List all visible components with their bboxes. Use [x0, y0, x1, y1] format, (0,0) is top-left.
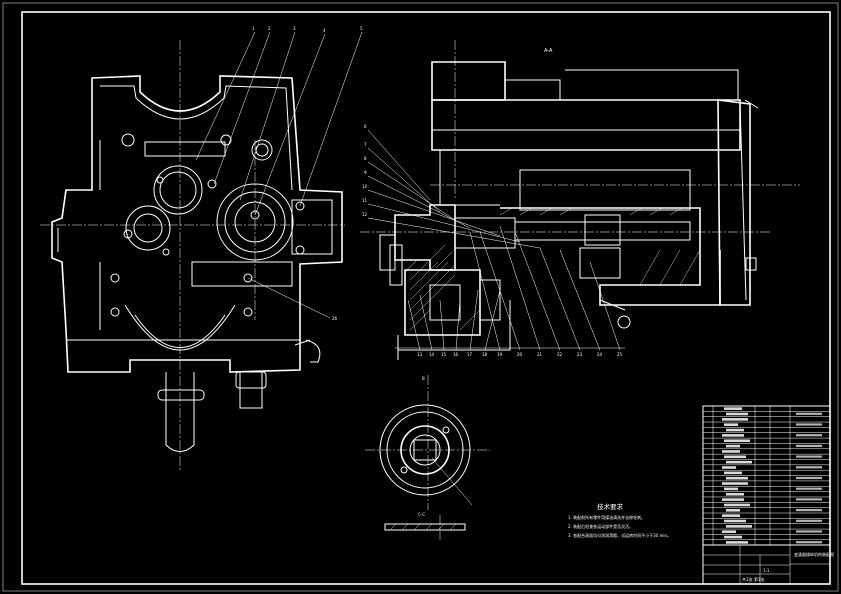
parts-list-cell-scribble [722, 514, 740, 517]
parts-list-cell-scribble [724, 471, 742, 475]
section-hatching [404, 207, 701, 331]
callout-25: 25 [617, 352, 623, 357]
housing-front-view [40, 40, 345, 470]
callout-3: 3 [293, 26, 296, 31]
callout-9: 9 [364, 170, 367, 175]
parts-list-cell-scribble [726, 509, 740, 512]
title-block-scale: 1:1 [763, 568, 770, 573]
parts-list-cell-scribble [724, 439, 750, 443]
parts-list-cell-scribble [726, 541, 748, 544]
tech-req-line-3: 3. 各配合表面均匀涂润滑脂，试运转时间不小于30 min。 [568, 532, 671, 538]
callout-19: 19 [497, 352, 503, 357]
callout-12: 12 [362, 212, 368, 217]
parts-list-cell-scribble [724, 487, 738, 491]
title-block-name: 变速器操纵机构装配图 [794, 551, 834, 557]
section-view-assembly [360, 40, 800, 360]
flange-detail-view [365, 375, 490, 540]
parts-list-cell-scribble [726, 476, 748, 480]
parts-list-cell-scribble [726, 460, 752, 464]
callout-18: 18 [482, 352, 488, 357]
parts-list-note-scribble [796, 423, 822, 426]
parts-list-cell-scribble [726, 428, 744, 432]
parts-list-note-scribble [796, 476, 822, 480]
parts-list-cell-scribble [722, 450, 740, 453]
tech-req-title: 技术要求 [597, 502, 624, 511]
callout-26: 26 [332, 316, 338, 321]
parts-list-cell-scribble [724, 503, 750, 507]
callout-17: 17 [467, 352, 473, 357]
callout-8: 8 [364, 156, 367, 161]
parts-list-cell-scribble [722, 482, 748, 485]
callout-15: 15 [441, 352, 447, 357]
callout-14: 14 [429, 352, 435, 357]
callout-5: 5 [360, 26, 363, 31]
callout-21: 21 [537, 352, 543, 357]
tech-req-line-1: 1. 装配前所有零件用煤油清洗并去除毛刺。 [568, 514, 645, 520]
parts-list-table [702, 405, 831, 585]
callout-7: 7 [364, 142, 367, 147]
parts-list-cell-scribble [726, 412, 748, 416]
parts-list-cell-scribble [726, 525, 752, 528]
parts-list-note-scribble [796, 541, 822, 544]
parts-list-note-scribble [796, 412, 822, 415]
parts-list-note-scribble [796, 509, 822, 512]
parts-list-cell-scribble [722, 530, 736, 533]
drawing-inner-frame [21, 11, 831, 585]
parts-list-note-scribble [796, 530, 822, 533]
callout-13: 13 [417, 352, 423, 357]
callout-2: 2 [268, 26, 271, 31]
section-label-a: A-A [544, 48, 553, 54]
parts-list-note-scribble [796, 444, 822, 447]
parts-list-note-scribble [796, 519, 822, 522]
tech-req-line-2: 2. 装配后检查各运动部件是否灵活。 [568, 523, 633, 529]
section-label-b: B [422, 376, 425, 381]
leader-lines-section-view [367, 129, 625, 351]
parts-list-cell-scribble [724, 535, 742, 539]
callout-10: 10 [362, 184, 368, 189]
leader-lines-left-view [195, 31, 363, 319]
callout-1: 1 [252, 26, 255, 31]
parts-list-cell-scribble [726, 444, 740, 448]
parts-list-note-scribble [796, 434, 822, 437]
parts-list-cell-scribble [726, 492, 744, 496]
parts-list-cell-scribble [724, 519, 746, 523]
callout-20: 20 [517, 352, 523, 357]
parts-list-cell-scribble [724, 455, 746, 459]
callout-24: 24 [597, 352, 603, 357]
parts-list-cell-scribble [724, 423, 738, 426]
parts-list-cell-scribble [722, 466, 736, 469]
parts-list-cell-scribble [724, 407, 742, 410]
parts-list-note-scribble [796, 498, 822, 501]
parts-list-note-scribble [796, 455, 822, 458]
parts-list-cell-scribble [722, 418, 748, 421]
callout-6: 6 [364, 124, 367, 129]
callout-22: 22 [557, 352, 563, 357]
callout-11: 11 [362, 198, 368, 203]
callout-16: 16 [453, 352, 459, 357]
callout-23: 23 [577, 352, 583, 357]
section-label-c: C-C [418, 512, 425, 517]
callout-4: 4 [323, 28, 326, 33]
parts-list-note-scribble [796, 487, 822, 490]
title-block-sheet: 共1张 第1张 [742, 576, 764, 582]
parts-list-note-scribble [796, 466, 822, 469]
parts-list-cell-scribble [722, 434, 744, 437]
parts-list-cell-scribble [722, 498, 744, 501]
